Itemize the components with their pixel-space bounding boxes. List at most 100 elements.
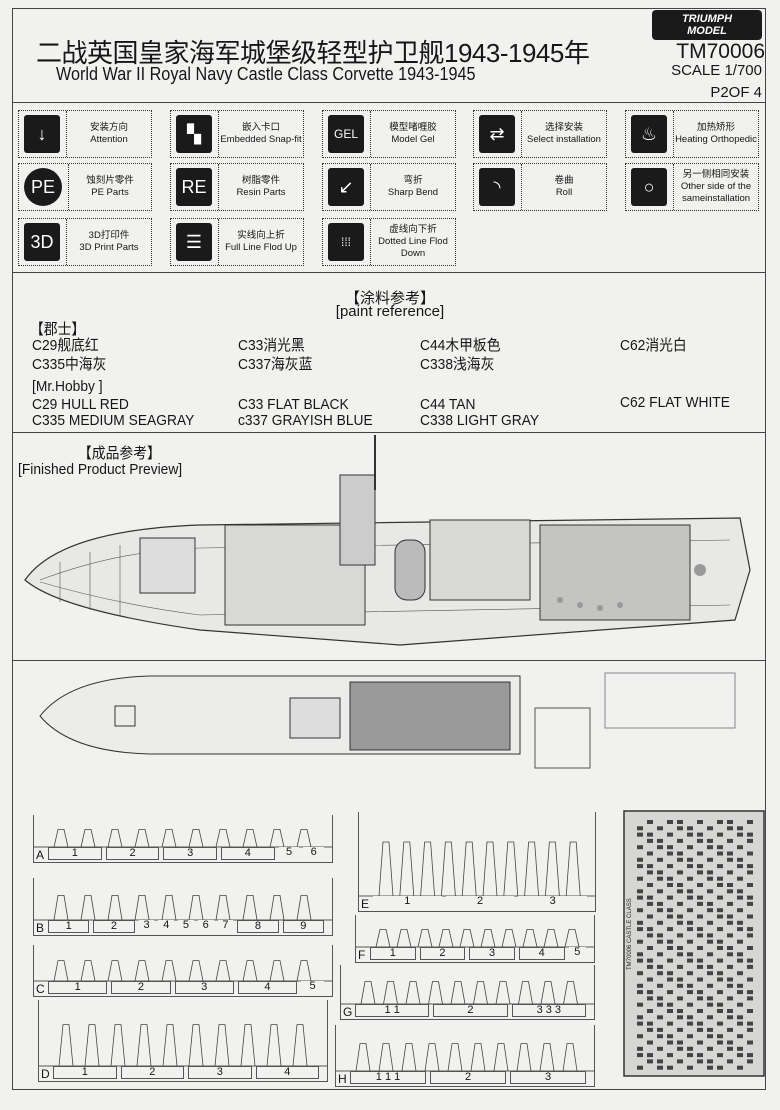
- legend-label-en: Sharp Bend: [387, 187, 439, 198]
- paint-item: C44木甲板色: [420, 337, 501, 354]
- part-number-cell: 1 1 1: [350, 1071, 426, 1084]
- part-number-cell: 2: [111, 981, 171, 994]
- sprue-letter: B: [36, 921, 45, 935]
- paint-item: C33 FLAT BLACK: [238, 396, 349, 413]
- paint-title-cn: 【涂料参考】: [344, 290, 435, 307]
- legend-label-cn: 选择安装: [544, 122, 583, 133]
- paint-item: C338 LIGHT GRAY: [420, 412, 540, 429]
- part-number-cell: 8: [237, 920, 279, 933]
- dotted-line-icon: ⁞⁞⁞: [328, 223, 364, 261]
- legend-label-en: Attention: [90, 134, 128, 145]
- part-number: 5: [568, 947, 587, 960]
- legend-label-cn: 卷曲: [554, 175, 574, 186]
- ship-plan-view: [39, 675, 591, 769]
- roll-icon: ◝: [479, 168, 515, 206]
- circle-icon: ○: [631, 168, 667, 206]
- sharp-bend-icon: ↙: [328, 168, 364, 206]
- part-number-cell: 2: [120, 1066, 184, 1079]
- paint-title-en: [paint reference]: [335, 303, 445, 320]
- legend-label-cn: 树脂零件: [241, 175, 280, 186]
- part-number-cell: 1: [48, 981, 108, 994]
- legend-label-cn: 嵌入卡口: [241, 122, 280, 133]
- divider: [12, 432, 766, 433]
- scale-label: SCALE 1/700: [671, 62, 762, 79]
- re-icon: RE: [176, 168, 212, 206]
- part-number-cell: 3: [163, 847, 218, 860]
- part-number: 6: [303, 847, 325, 860]
- paint-item: C335 MEDIUM SEAGRAY: [32, 412, 195, 429]
- legend-label-en: 3D Print Parts: [79, 242, 139, 253]
- divider: [12, 660, 766, 661]
- arrow-down-icon: ↓: [24, 115, 60, 153]
- legend-label-cn: 实线向上折: [237, 230, 285, 241]
- part-number-cell: 1: [48, 847, 102, 860]
- legend-label-cn: 模型啫喱胶: [389, 122, 437, 133]
- page-frame: [12, 8, 766, 1090]
- legend-label-cn: 加热矫形: [696, 122, 735, 133]
- part-number-cell: 1: [370, 947, 416, 960]
- legend-label-cn: 虚线向下折: [389, 224, 437, 235]
- legend-label-en: Model Gel: [391, 134, 435, 145]
- gel-drop-icon: GEL: [328, 115, 364, 153]
- legend-label-en: Resin Parts: [236, 187, 286, 198]
- part-number-cell: 9: [282, 920, 324, 933]
- part-number-cell: 2: [433, 1004, 508, 1017]
- legend-label-cn: 另一侧相同安装: [682, 169, 750, 180]
- legend-label-en: Embedded Snap-fit: [220, 134, 302, 145]
- legend-label-cn: 蚀刻片零件: [86, 175, 134, 186]
- paint-item: C29舰底红: [32, 337, 99, 354]
- part-number-cell: 4: [221, 847, 275, 860]
- part-number-cell: 4: [518, 947, 565, 960]
- part-number-cell: 2: [430, 1071, 506, 1084]
- part-number: 5: [301, 981, 324, 994]
- pe-fret-label: TM70006 CASTLE CLASS: [627, 898, 633, 970]
- part-number: 3: [138, 920, 155, 933]
- legend-label-en: Other side of the sameinstallation: [680, 181, 752, 204]
- paint-item: C62 FLAT WHITE: [620, 394, 730, 411]
- legend-label-en: Roll: [555, 187, 573, 198]
- sprue-letter: E: [361, 897, 370, 911]
- hobby-label: [Mr.Hobby ]: [32, 378, 103, 395]
- part-number-cell: 2: [105, 847, 160, 860]
- heating-icon: ♨: [631, 115, 667, 153]
- divider: [12, 102, 766, 103]
- part-number-cell: 1: [48, 920, 90, 933]
- legend-label-en: PE Parts: [91, 187, 129, 198]
- part-number: 1: [373, 896, 442, 909]
- legend-label-cn: 弯折: [403, 175, 423, 186]
- product-code: TM70006: [676, 40, 765, 63]
- ship-preview-illustration: [24, 435, 751, 646]
- part-number-cell: 3: [510, 1071, 586, 1084]
- paint-item: C44 TAN: [420, 396, 476, 413]
- part-number-cell: 3: [188, 1066, 252, 1079]
- part-number: 2: [445, 896, 515, 909]
- paint-item: C62消光白: [620, 337, 687, 354]
- part-number-cell: 2: [93, 920, 135, 933]
- legend-label-en: Full Line Flod Up: [225, 242, 297, 253]
- paint-item: C335中海灰: [32, 356, 107, 373]
- legend-label-cn: 3D打印件: [88, 230, 130, 241]
- hull-detail-view: [604, 672, 736, 729]
- part-number: 6: [197, 920, 214, 933]
- part-number: 5: [178, 920, 194, 933]
- legend-label-en: Heating Orthopedic: [675, 134, 757, 145]
- page-number: P2OF 4: [710, 84, 762, 101]
- paint-item: C338浅海灰: [420, 356, 495, 373]
- paint-item: C29 HULL RED: [32, 396, 129, 413]
